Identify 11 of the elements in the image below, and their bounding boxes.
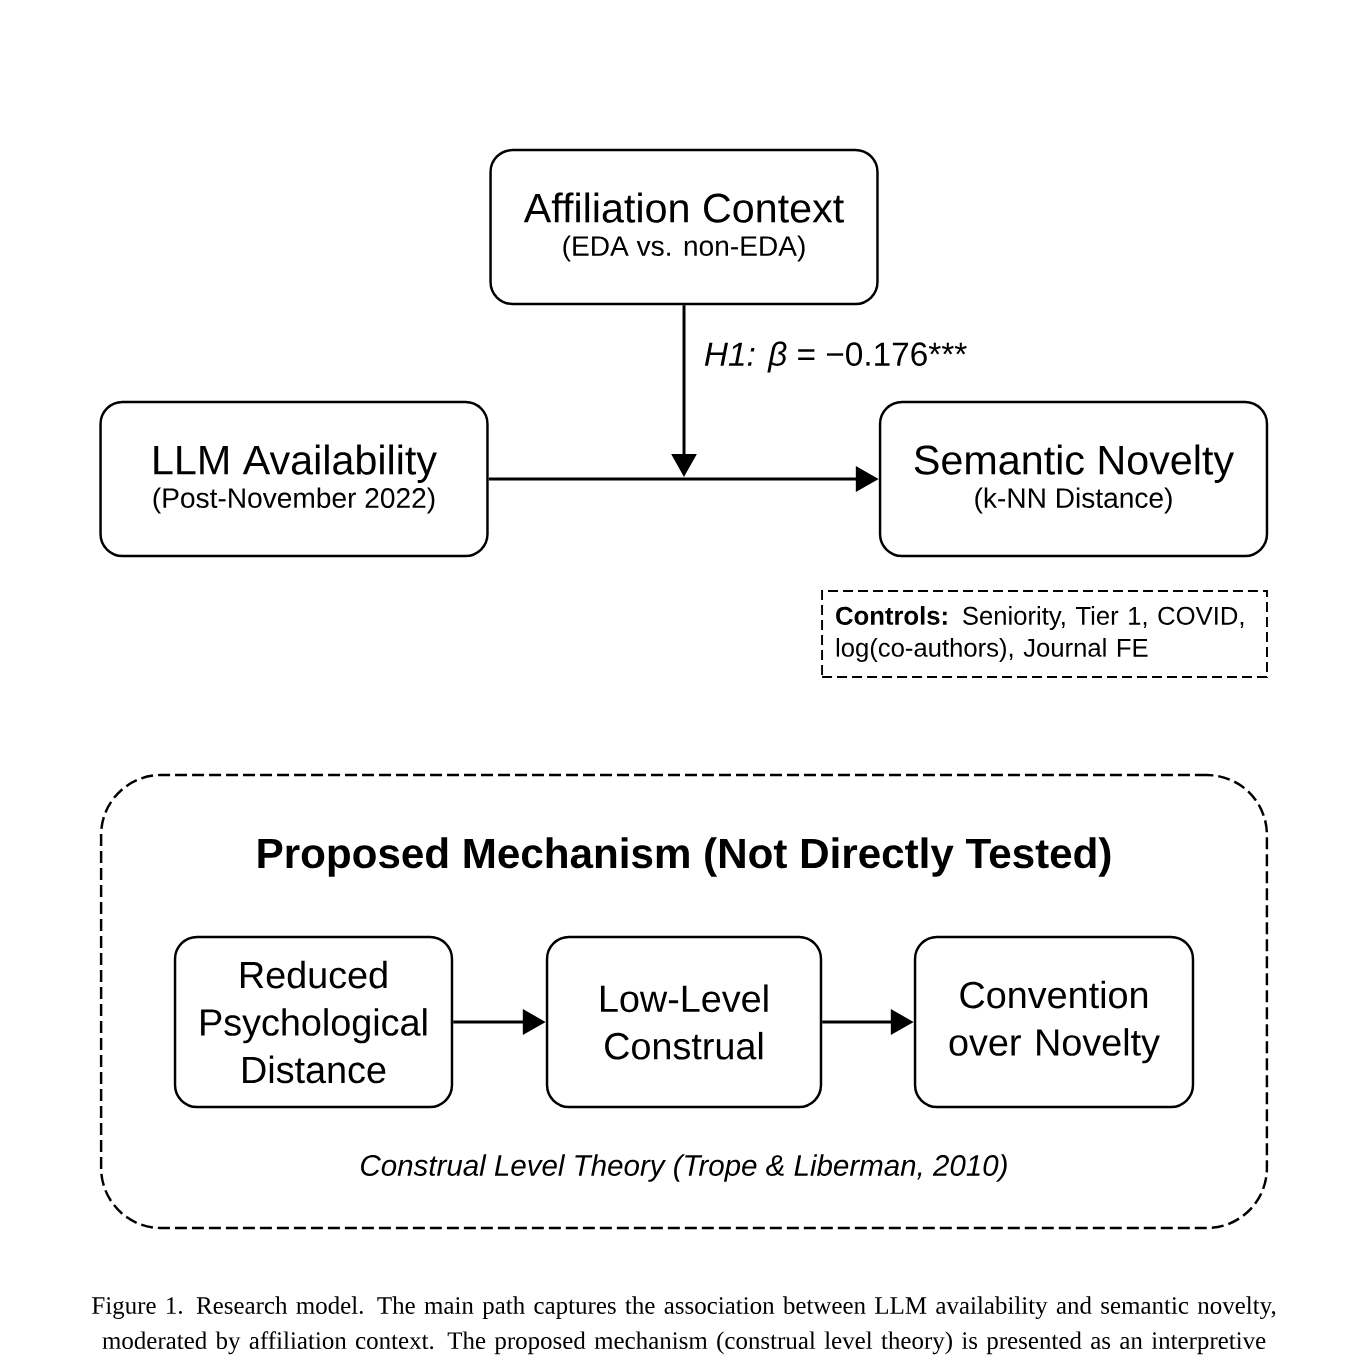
variable-box: LLM Availability (Post-November 2022) — [99, 400, 489, 558]
controls-box: Controls: Seniority, Tier 1, COVID, log(co-authors), Journal FE — [821, 590, 1268, 678]
panel-heading: Proposed Mechanism (Not Directly Tested) — [258, 837, 1111, 877]
process-box: Convention over Novelty — [913, 935, 1195, 1109]
edge-label: H1: β = −0.176*** — [700, 337, 971, 377]
variable-box: Semantic Novelty (k-NN Distance) — [878, 400, 1269, 558]
theory-note: Construal Level Theory (Trope & Liberman, 2010) — [361, 1154, 1007, 1182]
variable-box: Affiliation Context (EDA vs. non-EDA) — [489, 148, 879, 306]
process-box: Reduced Psychological Distance — [173, 935, 454, 1109]
process-box: Low-Level Construal — [545, 935, 823, 1109]
figure-caption: Figure 1. Research model. The main path captures the association between LLM availability and semantic novelty, moderated by affiliation context. The proposed mechanism (construal level theory) is presented as an interpretive — [92, 1296, 1276, 1355]
